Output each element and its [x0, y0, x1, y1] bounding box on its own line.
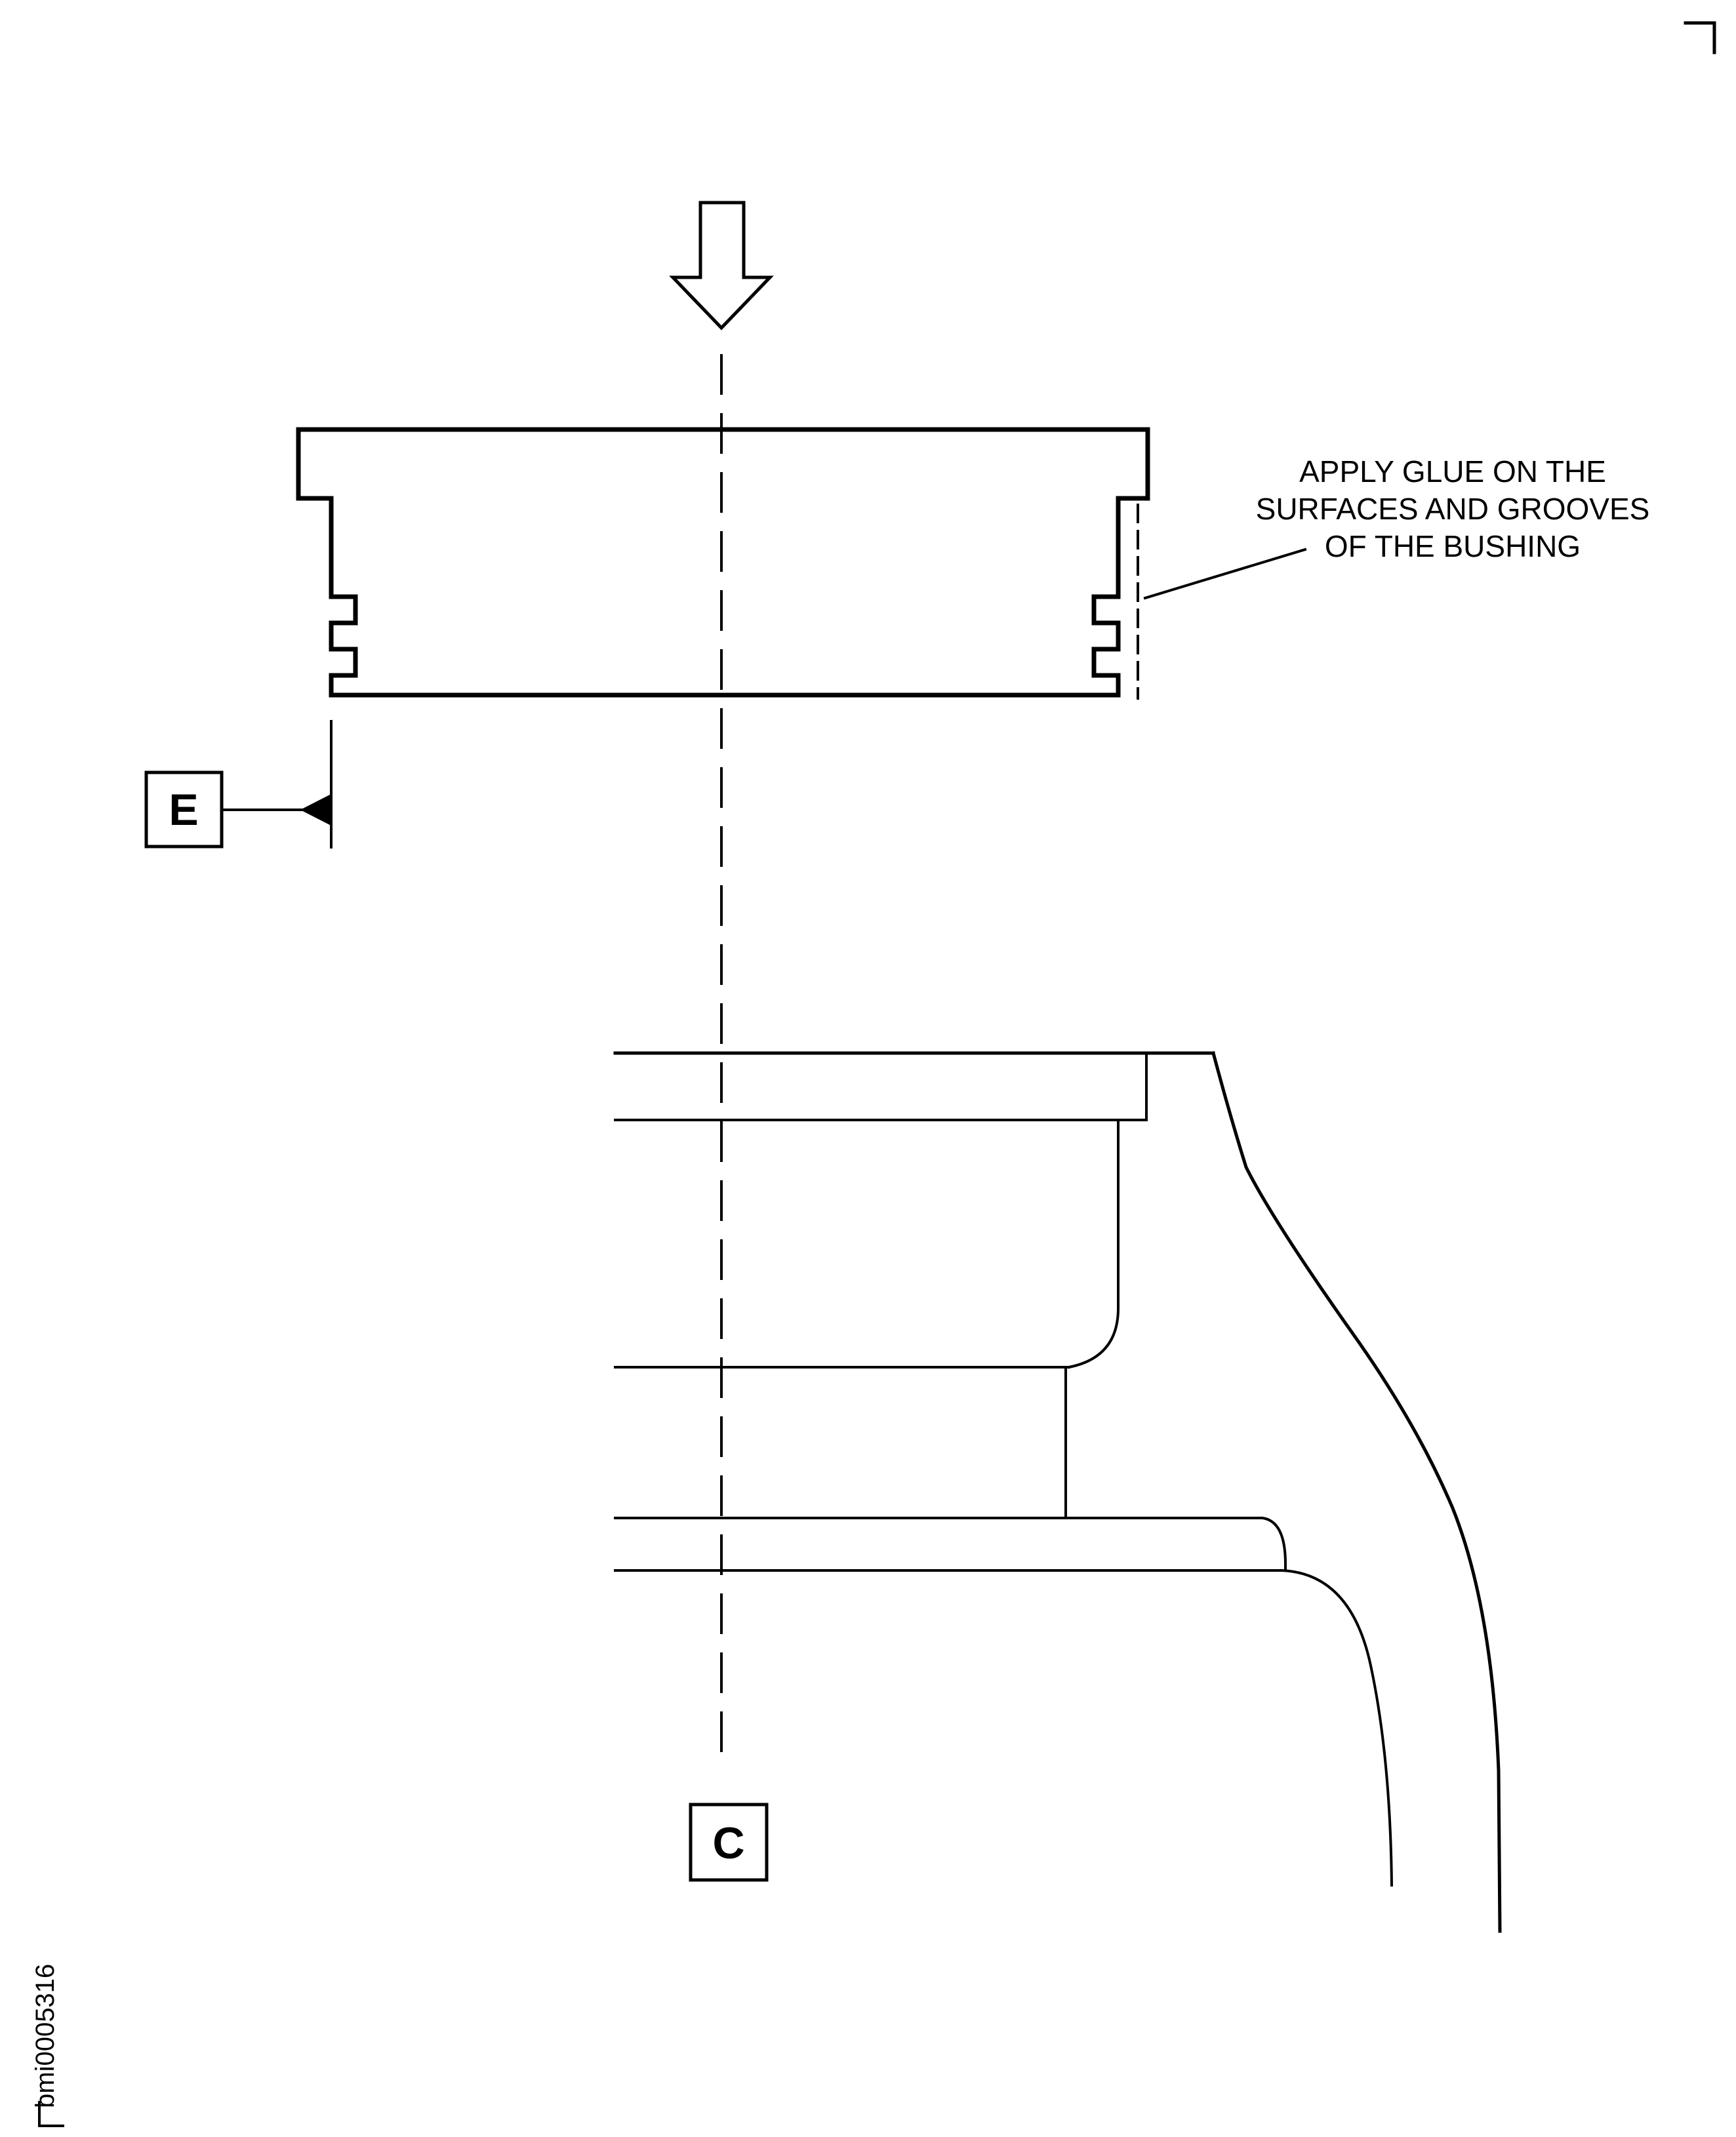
- datum-e-label: E: [169, 785, 198, 835]
- note-line-3: OF THE BUSHING: [1325, 529, 1581, 563]
- annotation-leader-line: [1143, 548, 1307, 600]
- note-line-2: SURFACES AND GROOVES: [1256, 492, 1650, 526]
- installation-arrow-icon: [669, 201, 774, 330]
- housing-part: [613, 1050, 1502, 1933]
- datum-triangle-icon: [300, 793, 332, 826]
- datum-e-reference: E: [144, 720, 333, 849]
- view-c-callout: C: [689, 1803, 769, 1882]
- bushing-part: [296, 427, 1150, 698]
- crop-mark-top-right: [1684, 21, 1716, 54]
- datum-e-box: [144, 770, 224, 849]
- note-line-1: APPLY GLUE ON THE: [1299, 454, 1606, 489]
- figure-identifier: bmi0005316: [31, 1964, 64, 2127]
- glue-instruction-note: APPLY GLUE ON THE SURFACES AND GROOVES O…: [1256, 454, 1650, 563]
- view-c-label: C: [712, 1818, 744, 1868]
- figure-id-text: bmi0005316: [31, 1964, 60, 2108]
- view-c-box: [689, 1803, 769, 1882]
